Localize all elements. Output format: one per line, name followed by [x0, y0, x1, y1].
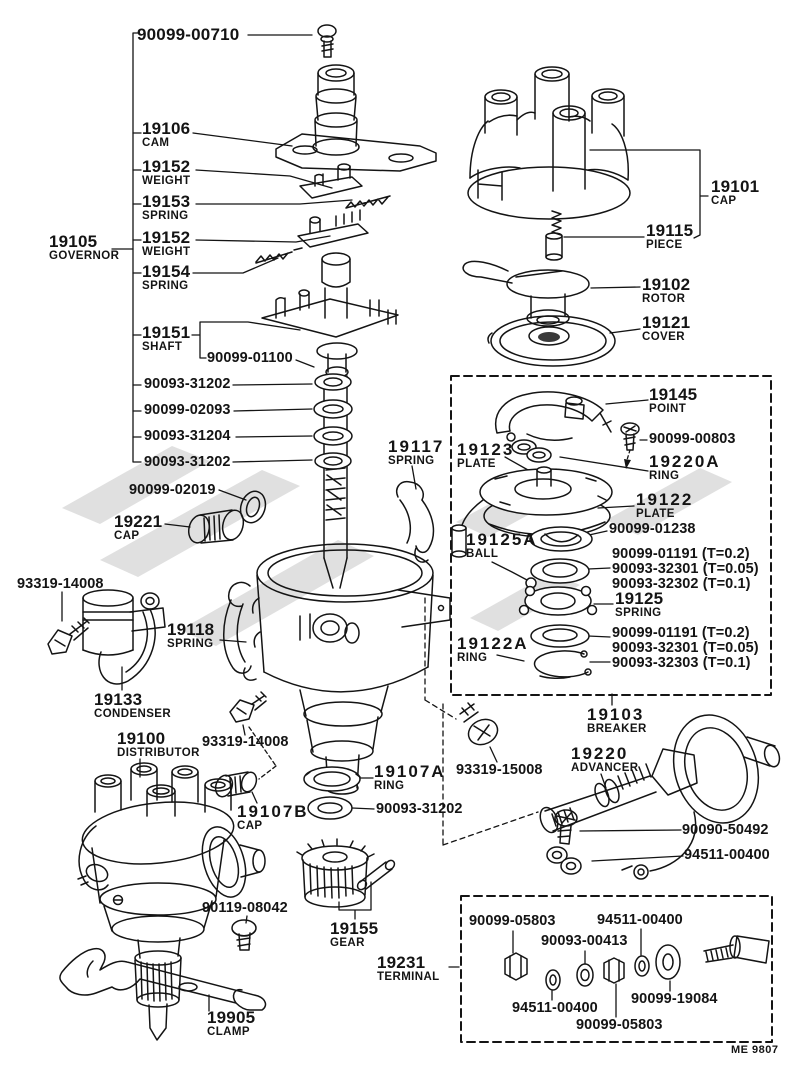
- distributor-cap-drawing: [467, 66, 631, 220]
- screw-14008-b-icon: [229, 691, 267, 723]
- cap-19107B-drawing: [214, 771, 258, 798]
- clamp-drawing: [59, 947, 267, 1011]
- pin-drawing: [356, 859, 396, 891]
- screw-00803-icon: [620, 422, 640, 451]
- points-drawing: [495, 391, 612, 442]
- drawing-number: ME 9807: [731, 1044, 779, 1056]
- screw-15008-icon: [459, 702, 499, 746]
- cap-19221-drawing: [187, 509, 245, 544]
- terminal-parts-drawing: [504, 935, 770, 991]
- washer-01238-drawing: [529, 526, 593, 552]
- screw-14008-a-icon: [47, 617, 90, 655]
- cover-drawing: [487, 315, 616, 367]
- shaft-washers-drawing: [313, 373, 353, 470]
- washers-94511-drawing: [546, 846, 582, 875]
- terminal-group-box: [460, 895, 773, 1043]
- plate-19123-drawing: [451, 466, 613, 558]
- governor-spring-1-drawing: [345, 195, 391, 209]
- washer-stack-1-drawing: [530, 558, 590, 584]
- cam-drawing: [275, 64, 437, 172]
- screw-50492-icon: [554, 809, 578, 845]
- advancer-drawing: [539, 714, 781, 880]
- breaker-group-box: [450, 375, 772, 696]
- ring-19220A-drawing: [511, 439, 552, 463]
- housing-drawing: [251, 543, 451, 795]
- washer-stack-2-drawing: [530, 624, 590, 648]
- washer-31202-c-drawing: [307, 796, 353, 820]
- piece-19115-drawing: [545, 210, 563, 261]
- governor-spring-2-drawing: [255, 247, 303, 264]
- grommet-02019-drawing: [239, 490, 267, 524]
- ring-19107A-drawing: [303, 766, 361, 792]
- screw-08042-icon: [231, 919, 257, 951]
- gear-19155-drawing: [296, 838, 375, 908]
- spring-clip-19118-drawing: [223, 581, 257, 681]
- watermark-logo: [62, 446, 732, 646]
- condenser-drawing: [82, 589, 166, 685]
- leader-lines: [61, 32, 709, 1018]
- governor-weight-1-drawing: [299, 163, 363, 199]
- bolt-icon: [317, 24, 337, 58]
- spring-clip-19117-drawing: [396, 480, 435, 563]
- distributor-drawing: [77, 762, 266, 1041]
- governor-weight-2-drawing: [297, 209, 369, 248]
- shaft-drawing: [261, 252, 399, 378]
- snap-ring-19122A-drawing: [533, 650, 592, 680]
- spring-19125-drawing: [518, 585, 598, 616]
